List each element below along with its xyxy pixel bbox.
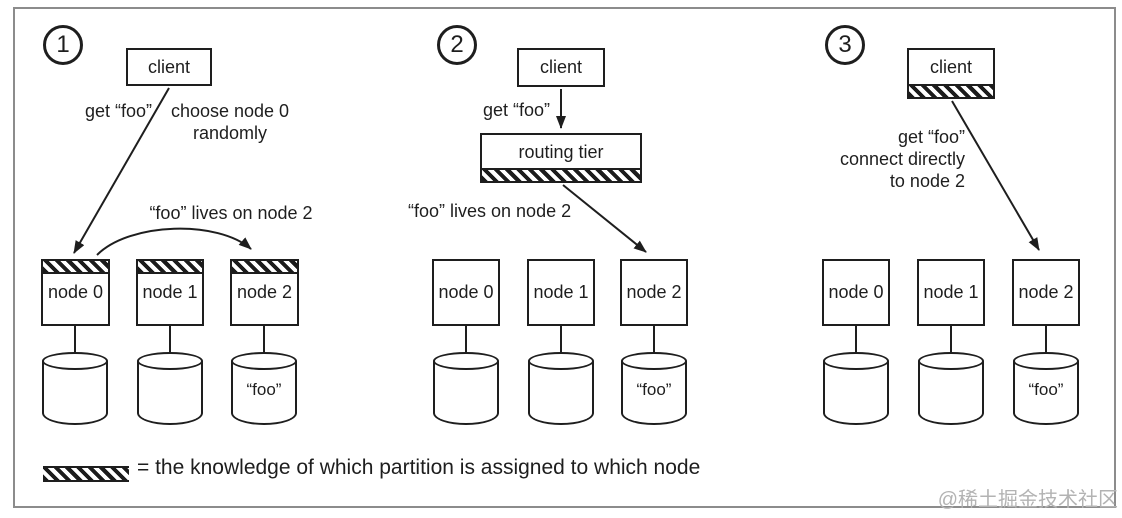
- partition-knowledge-hatch: [43, 261, 108, 274]
- panel-1-client-box: client: [126, 48, 212, 86]
- cylinder-body: [528, 361, 594, 425]
- node-label: node 1: [142, 282, 198, 302]
- partition-knowledge-hatch: [482, 168, 640, 181]
- annotation-line: randomly: [192, 123, 268, 143]
- annotation-line: choose node 0: [170, 101, 290, 121]
- panel-2-request-label: get “foo”: [482, 100, 550, 120]
- annotation-line: connect directly: [839, 149, 965, 169]
- cylinder-cap: [621, 352, 687, 370]
- node-label: node 0: [47, 282, 104, 302]
- cylinder-cap: [918, 352, 984, 370]
- panel-2-db-cylinder-2: “foo”: [621, 352, 687, 425]
- panel-1-db-cylinder-1: [137, 352, 203, 425]
- panel-3-db-cylinder-0: [823, 352, 889, 425]
- client-label: client: [929, 57, 973, 77]
- db-content-label: “foo”: [1028, 380, 1064, 399]
- node-label: node 2: [626, 282, 682, 302]
- panel-2-routing-tier-box: routing tier: [480, 133, 642, 183]
- panel-1-node-2-box: node 2: [230, 259, 299, 326]
- client-label: client: [539, 57, 583, 77]
- cylinder-cap: [823, 352, 889, 370]
- db-content-label: “foo”: [636, 380, 672, 399]
- node-label: node 2: [236, 282, 293, 302]
- cylinder-body: [433, 361, 499, 425]
- panel-2-node-1-box: node 1: [527, 259, 595, 326]
- panel-2-node-0-box: node 0: [432, 259, 500, 326]
- partition-knowledge-hatch: [232, 261, 297, 274]
- partition-knowledge-hatch: [138, 261, 202, 274]
- panel-1-node-1-box: node 1: [136, 259, 204, 326]
- node-label: node 0: [828, 282, 884, 302]
- cylinder-body: [918, 361, 984, 425]
- cylinder-cap: [528, 352, 594, 370]
- panel-2-db-cylinder-1: [528, 352, 594, 425]
- db-content-label: “foo”: [246, 380, 282, 399]
- panel-3-db-cylinder-1: [918, 352, 984, 425]
- panel-2-client-box: client: [517, 48, 605, 87]
- panel-3-number-badge: 3: [825, 25, 865, 65]
- routing-tier-label: routing tier: [518, 141, 604, 162]
- panel-1-db-cylinder-0: [42, 352, 108, 425]
- cylinder-body: [42, 361, 108, 425]
- panel-3-db-cylinder-2: “foo”: [1013, 352, 1079, 425]
- cylinder-body: [137, 361, 203, 425]
- cylinder-body: [231, 361, 297, 425]
- panel-1-redirect-label: “foo” lives on node 2: [149, 203, 313, 223]
- client-label: client: [147, 56, 191, 77]
- panel-3-node-2-box: node 2: [1012, 259, 1080, 326]
- partition-knowledge-hatch: [909, 84, 993, 97]
- cylinder-cap: [137, 352, 203, 370]
- panel-2-number-badge: 2: [437, 25, 477, 65]
- watermark-text: @稀土掘金技术社区: [937, 489, 1118, 511]
- panel-1-node-0-box: node 0: [41, 259, 110, 326]
- node-label: node 1: [533, 282, 589, 302]
- panel-1-db-cylinder-2: “foo”: [231, 352, 297, 425]
- node-label: node 2: [1018, 282, 1074, 302]
- panel-3-node-1-box: node 1: [917, 259, 985, 326]
- panel-3-request-annotation: get “foo” connect directly to node 2: [805, 126, 965, 192]
- panel-3-client-box: client: [907, 48, 995, 99]
- node-label: node 1: [923, 282, 979, 302]
- cylinder-cap: [1013, 352, 1079, 370]
- annotation-line: to node 2: [889, 171, 965, 191]
- cylinder-body: [823, 361, 889, 425]
- cylinder-body: [621, 361, 687, 425]
- panel-2-node-2-box: node 2: [620, 259, 688, 326]
- annotation-line: get “foo”: [897, 127, 965, 147]
- panel-3-node-0-box: node 0: [822, 259, 890, 326]
- cylinder-cap: [42, 352, 108, 370]
- cylinder-body: [1013, 361, 1079, 425]
- cylinder-cap: [231, 352, 297, 370]
- panel-1-number-badge: 1: [43, 25, 83, 65]
- node-label: node 0: [438, 282, 494, 302]
- cylinder-cap: [433, 352, 499, 370]
- panel-1-annotation: choose node 0 randomly: [166, 100, 294, 144]
- legend-hatch-swatch: [43, 466, 129, 482]
- panel-1-request-label: get “foo”: [84, 101, 152, 121]
- panel-2-db-cylinder-0: [433, 352, 499, 425]
- legend-text: = the knowledge of which partition is as…: [137, 456, 701, 479]
- panel-2-redirect-label: “foo” lives on node 2: [408, 201, 572, 221]
